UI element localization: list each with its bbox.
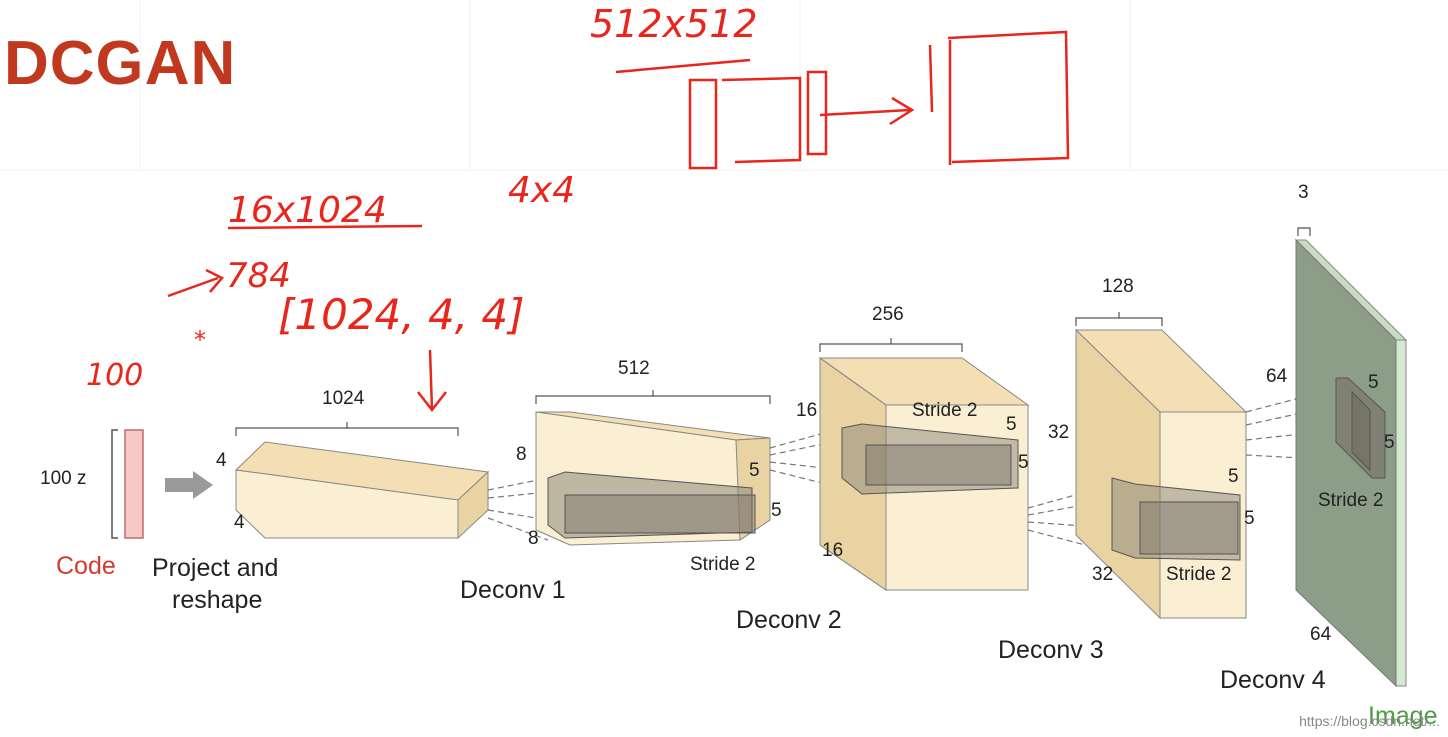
code-caption: Code <box>56 552 116 580</box>
deconv2-caption: Deconv 2 <box>736 606 842 634</box>
sketch-large-square <box>947 30 1070 164</box>
sketch-small-rect <box>806 70 828 156</box>
arrow-to-784 <box>167 276 219 298</box>
block-128-stride: Stride 2 <box>1166 564 1232 585</box>
projection-lines-4 <box>1245 387 1339 461</box>
block-512-height: 8 <box>516 444 527 465</box>
image-kernel-w: 5 <box>1384 432 1395 453</box>
project-caption-line1: Project and <box>152 554 279 582</box>
sketch-tall-line <box>928 44 934 113</box>
image-kernel-h: 5 <box>1368 372 1379 393</box>
block-1024-depth: 4 <box>234 512 245 533</box>
block-128-kernel-w: 5 <box>1244 508 1255 529</box>
block-512-width: 512 <box>618 358 650 379</box>
block-128-kernel-h: 5 <box>1228 466 1239 487</box>
block-256-stride: Stride 2 <box>912 400 978 421</box>
sketch-square <box>721 76 802 164</box>
note-mark: * <box>194 326 206 354</box>
input-dim-label: 100 z <box>40 468 87 489</box>
note-16x1024: 16x1024 <box>228 190 387 231</box>
underline-512 <box>615 58 751 74</box>
image-width: 3 <box>1298 182 1309 203</box>
block-128-width: 128 <box>1102 276 1134 297</box>
note-100: 100 <box>86 358 144 393</box>
handwritten-sketches <box>167 30 1070 413</box>
image-stride: Stride 2 <box>1318 490 1384 511</box>
block-256-depth: 16 <box>822 540 844 561</box>
block-1024-width: 1024 <box>322 388 365 409</box>
block-512-stride: Stride 2 <box>690 554 756 575</box>
block-256-kernel-h: 5 <box>1006 414 1017 435</box>
project-caption-line2: reshape <box>172 586 263 614</box>
image-caption: Image <box>1368 702 1438 730</box>
deconv1-caption: Deconv 1 <box>460 576 566 604</box>
slide-title: DCGAN <box>4 29 237 98</box>
block-128-height: 32 <box>1048 422 1070 443</box>
note-784: 784 <box>226 256 291 296</box>
deconv4-caption: Deconv 4 <box>1220 666 1326 694</box>
underline-16x1024 <box>227 224 423 230</box>
block-1024 <box>234 422 490 540</box>
image-depth: 64 <box>1310 624 1332 645</box>
block-512-kernel-w: 5 <box>771 500 782 521</box>
image-height: 64 <box>1266 366 1288 387</box>
code-vector <box>111 429 144 539</box>
block-512-kernel-h: 5 <box>749 460 760 481</box>
watermark: https://blog.csdn.net/... <box>1299 713 1440 729</box>
block-128-depth: 32 <box>1092 564 1114 585</box>
deconv3-caption: Deconv 3 <box>998 636 1104 664</box>
block-256-width: 256 <box>872 304 904 325</box>
image-block <box>1294 227 1408 688</box>
project-arrow <box>165 471 213 499</box>
block-1024-height: 4 <box>216 450 227 471</box>
down-arrow-shape <box>428 349 434 411</box>
block-128 <box>1074 312 1248 620</box>
block-512-depth: 8 <box>528 528 539 549</box>
block-256-kernel-w: 5 <box>1018 452 1029 473</box>
sketch-narrow-rect <box>688 78 718 170</box>
block-512 <box>535 390 771 546</box>
note-4x4: 4x4 <box>508 170 576 211</box>
sketch-arrow-head <box>889 96 915 126</box>
block-256 <box>818 338 1030 591</box>
note-512x512: 512x512 <box>590 2 758 46</box>
block-256-height: 16 <box>796 400 818 421</box>
sketch-arrow-line <box>819 108 911 117</box>
note-shape: [1024, 4, 4] <box>278 290 525 339</box>
